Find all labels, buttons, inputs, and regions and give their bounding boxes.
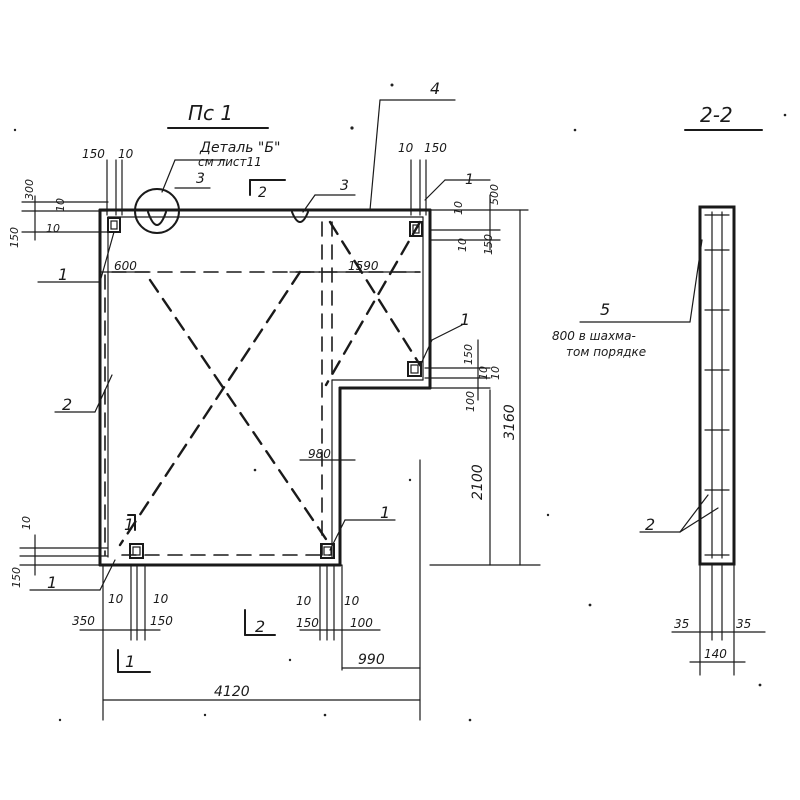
note-line-1: 800 в шахма-: [552, 329, 636, 343]
callout-1-top-right: 1: [465, 172, 474, 188]
detail-ref: см лист11: [198, 155, 262, 169]
dim-mid-10b: 10: [489, 366, 502, 380]
section-mark-bottom-left: 1: [124, 515, 134, 534]
dim-top-right-10: 10: [398, 141, 414, 155]
dim-bottom-150: 150: [150, 614, 173, 628]
dim-section-35a: 35: [674, 617, 689, 631]
dim-990: 990: [358, 652, 385, 668]
dim-left-150: 150: [8, 227, 21, 248]
dim-section-140: 140: [704, 647, 727, 661]
drawing-title: Пс 1: [188, 101, 233, 125]
dim-left-10b: 10: [46, 222, 60, 235]
dim-1590: 1590: [348, 259, 379, 273]
section-title: 2-2: [700, 103, 733, 127]
section-mark-1: 1: [125, 652, 135, 671]
callout-1-top-left: 1: [58, 265, 68, 284]
section-2-2: [579, 205, 766, 676]
callout-1-bottom-left: 1: [47, 573, 57, 592]
anchor-plates: [107, 217, 423, 559]
scan-specks: [13, 83, 787, 722]
dim-4120: 4120: [214, 684, 250, 700]
dim-bottom-350: 350: [72, 614, 95, 628]
dim-right-500: 500: [488, 184, 501, 205]
dim-left-10a: 10: [54, 198, 67, 212]
dim-bottom-100: 100: [350, 616, 373, 630]
dim-top-left-150: 150: [82, 147, 105, 161]
panel-outline: [98, 208, 432, 567]
dim-mid-150: 150: [462, 344, 475, 365]
annotations: Деталь "Б" см лист11 3 4 3 2 1 1 2 1 1 1…: [8, 79, 751, 700]
dim-right-150: 150: [482, 234, 495, 255]
section-mark-bottom: 2: [255, 617, 265, 636]
callout-3-detail: 3: [196, 171, 205, 187]
dim-top-left-10: 10: [118, 147, 134, 161]
dim-980: 980: [308, 447, 331, 461]
leader-lines: [29, 99, 491, 591]
dim-600: 600: [114, 259, 137, 273]
title-group: Пс 1: [167, 101, 269, 129]
dim-bottom-left-150: 150: [10, 567, 23, 588]
dim-bottom-10a: 10: [108, 592, 124, 606]
diagonal-braces: [118, 220, 422, 547]
dim-right-10b: 10: [456, 238, 469, 252]
lifting-loops: [134, 188, 309, 234]
detail-label: Деталь "Б": [199, 140, 280, 156]
callout-5: 5: [600, 300, 610, 319]
dim-mid-100: 100: [464, 391, 477, 412]
dim-mid-10a: 10: [477, 366, 490, 380]
callout-1-mid-right: 1: [460, 310, 470, 329]
dim-left-300: 300: [23, 179, 36, 200]
dim-bottom-150b: 150: [296, 616, 319, 630]
section-mark-top: 2: [258, 185, 267, 201]
note-line-2: том порядке: [566, 345, 646, 359]
dimension-lines: [19, 159, 541, 721]
callout-2-section: 2: [645, 515, 655, 534]
dim-right-10a: 10: [452, 201, 465, 215]
dim-bottom-left-10: 10: [20, 516, 33, 530]
dim-2100: 2100: [470, 464, 486, 500]
dim-section-35b: 35: [736, 617, 751, 631]
dim-3160: 3160: [502, 404, 518, 440]
callout-2-left: 2: [62, 395, 72, 414]
callout-1-bottom-mid: 1: [380, 503, 390, 522]
callout-4: 4: [430, 79, 440, 98]
section-title-group: 2-2: [684, 103, 763, 131]
callout-3: 3: [340, 178, 349, 194]
section-cut-markers: [117, 179, 286, 673]
dim-bottom-10d: 10: [344, 594, 360, 608]
dim-bottom-10c: 10: [296, 594, 312, 608]
dim-bottom-10b: 10: [153, 592, 169, 606]
dim-top-right-150: 150: [424, 141, 447, 155]
